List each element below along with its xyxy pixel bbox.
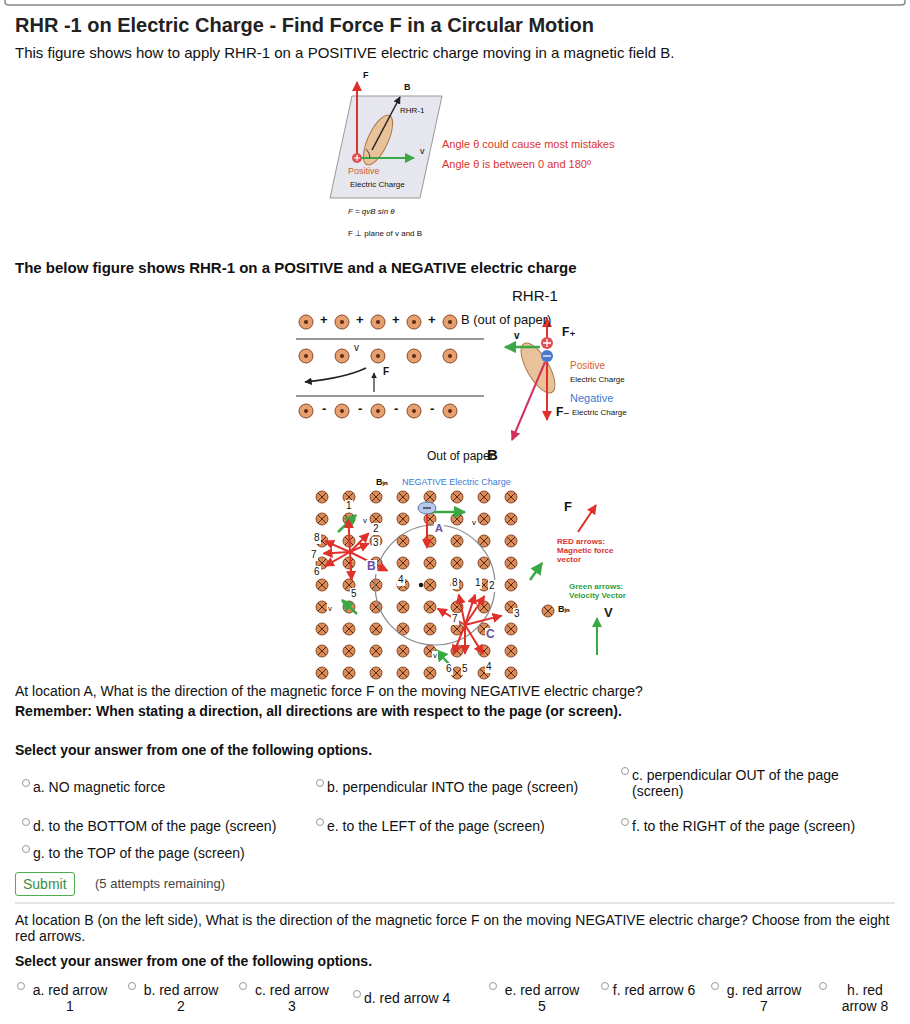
callout-number: 1: [474, 577, 482, 589]
button-label: Submit: [23, 876, 67, 892]
figure-label: -: [394, 402, 398, 417]
figure-label: +: [428, 313, 436, 328]
figure-label: RHR-1: [400, 106, 424, 115]
legend-item: Green arrows: Velocity Vector: [569, 582, 631, 600]
figure-label: Bᵢₙ: [376, 477, 388, 487]
figure-label: +: [392, 313, 400, 328]
figure-label: v: [471, 518, 477, 527]
answer-option: e. to the LEFT of the page (screen): [327, 818, 545, 834]
figure-label: C: [485, 628, 496, 642]
figure-label: B: [366, 560, 377, 574]
callout-number: 7: [451, 613, 459, 625]
figure-label: B: [487, 446, 498, 463]
callout-number: 7: [310, 549, 318, 561]
figure-label: v: [514, 330, 520, 342]
figure-label: NEGATIVE Electric Charge: [402, 477, 511, 487]
figure-label: This figure shows how to apply RHR-1 on …: [15, 44, 674, 61]
figure-label: Out of paper: [427, 450, 494, 464]
separator: [15, 903, 895, 904]
figure-label: -: [358, 402, 362, 417]
figure-label: F₋: [556, 406, 570, 420]
page-frame: [5, 0, 905, 5]
figure-label: Bᵢₙ: [558, 604, 570, 614]
callout-number: 5: [350, 588, 358, 600]
circular-motion: [338, 502, 542, 665]
b-in-field: [316, 491, 517, 679]
callout-number: 5: [461, 663, 469, 675]
figure-label: B (out of paper): [461, 313, 551, 328]
force-stars: [323, 519, 501, 654]
figure-label: +: [356, 313, 364, 328]
answer-option: f. red arrow 6: [612, 982, 696, 998]
figure-label: F ⊥ plane of v and B: [348, 229, 422, 238]
figure-label: Electric Charge: [350, 180, 405, 189]
legend-samples: [542, 505, 597, 655]
figure-label: Positive: [348, 166, 380, 176]
figure-label: Angle θ could cause most mistakes: [442, 138, 614, 151]
figure-label: F: [363, 70, 369, 80]
answer-option: a. NO magnetic force: [33, 779, 165, 795]
figure-label: A: [434, 522, 444, 535]
page-title: RHR -1 on Electric Charge - Find Force F…: [15, 14, 594, 37]
figure-label: Angle θ is between 0 and 180º: [442, 158, 591, 171]
answer-option: d. to the BOTTOM of the page (screen): [33, 818, 276, 834]
figure-label: v: [327, 604, 333, 613]
callout-number: 4: [397, 574, 405, 586]
figure-label: +: [320, 313, 328, 328]
rhr-figure-2: [296, 318, 562, 440]
answer-option: c. red arrow 3: [250, 982, 334, 1014]
callout-number: 2: [488, 580, 496, 592]
answer-option: g. to the TOP of the page (screen): [33, 845, 245, 861]
legend-item: RED arrows: Magnetic force vector: [557, 537, 619, 565]
figure-label: v: [420, 146, 425, 156]
figure-label: B: [404, 82, 411, 92]
figure-label: V: [604, 606, 613, 621]
answer-option: c. perpendicular OUT of the page (screen…: [632, 767, 872, 799]
figure-label: v: [362, 516, 368, 525]
figure-label: The below figure shows RHR-1 on a POSITI…: [15, 259, 577, 276]
answer-option: e. red arrow 5: [500, 982, 584, 1014]
b-out-dots: [299, 315, 457, 418]
callout-number: 1: [345, 500, 353, 512]
answer-option: d. red arrow 4: [364, 990, 450, 1006]
question-text: At location B (on the left side), What i…: [15, 912, 895, 944]
figure-label: Electric Charge: [572, 408, 627, 417]
figure-label: Positive: [570, 360, 605, 372]
callout-number: 8: [313, 532, 321, 544]
answer-option: h. red arrow 8: [830, 982, 900, 1014]
callout-number: 3: [513, 608, 521, 620]
answer-option: f. to the RIGHT of the page (screen): [632, 818, 855, 834]
figure-label: -: [322, 402, 326, 417]
figure-label: F: [383, 366, 389, 378]
figure-label: Negative: [570, 392, 613, 405]
attempts-note: (5 attempts remaining): [95, 877, 225, 892]
answer-option: b. red arrow 2: [139, 982, 223, 1014]
rhr-figure-1: [330, 82, 442, 198]
figure-label: RHR-1: [512, 287, 558, 304]
figure-label: F₊: [562, 326, 576, 340]
question-text: Remember: When stating a direction, all …: [15, 703, 895, 719]
figure-label: Electric Charge: [570, 375, 625, 384]
figure-label: F: [564, 500, 572, 515]
figure-label: -: [430, 402, 434, 417]
question-text: Select your answer from one of the follo…: [15, 742, 372, 758]
question-text: Select your answer from one of the follo…: [15, 953, 372, 969]
answer-option: a. red arrow 1: [28, 982, 112, 1014]
callout-number: 3: [372, 537, 380, 549]
answer-option: b. perpendicular INTO the page (screen): [327, 779, 578, 795]
figure-label: v: [432, 651, 438, 660]
callout-number: 8: [451, 577, 459, 589]
callout-number: 2: [372, 523, 380, 535]
callout-number: 6: [445, 663, 453, 675]
question-text: At location A, What is the direction of …: [15, 683, 895, 699]
figure-label: v: [354, 342, 359, 354]
submit-button: Submit: [15, 872, 75, 896]
callout-number: 4: [485, 661, 493, 673]
figure-label: F = qvB sin θ: [348, 207, 395, 216]
answer-option: g. red arrow 7: [722, 982, 806, 1014]
callout-number: 6: [313, 566, 321, 578]
